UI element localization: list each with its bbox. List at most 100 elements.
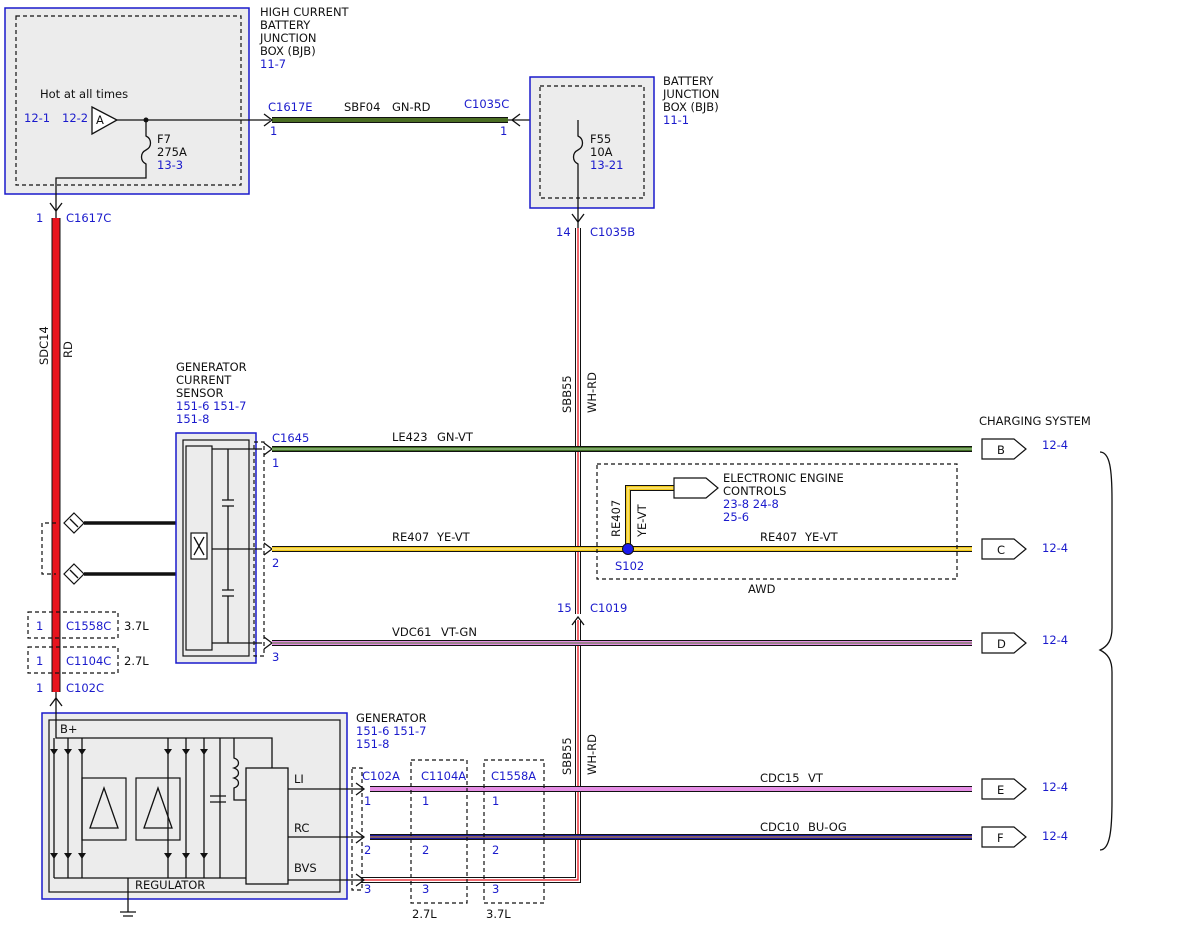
inline-c1558c-engine: 3.7L: [124, 619, 149, 633]
inline-c102c-pin: 1: [36, 681, 43, 695]
c1558a-pin-3: 3: [492, 882, 499, 896]
wire-cdc10: CDC10 BU-OG: [370, 820, 972, 840]
inline-c1104c-box: [27, 646, 119, 674]
diode-icon: [164, 853, 172, 859]
bjb-title-3: BOX (BJB): [663, 100, 719, 114]
hbjb-title-2: BATTERY: [260, 18, 311, 32]
re407-color: YE-VT: [436, 530, 471, 544]
diode-icon: [78, 749, 86, 755]
c1558a-engine: 3.7L: [486, 907, 511, 921]
generator-bplus: B+: [60, 722, 78, 736]
bjb-box: [529, 76, 655, 209]
re407-circuit: RE407: [392, 530, 429, 544]
terminal-b-tab[interactable]: [981, 438, 1027, 460]
re407-circuit-right: RE407: [760, 530, 797, 544]
c102a-pin-1-arrow: [355, 782, 366, 796]
generator-conn-c102a[interactable]: C102A: [362, 769, 400, 783]
gcs-title-1: GENERATOR: [176, 360, 247, 374]
sbf04-conn-right[interactable]: C1035C: [464, 97, 509, 111]
terminal-f-tab[interactable]: [981, 826, 1027, 848]
terminal-b-ref[interactable]: 12-4: [1042, 438, 1068, 452]
hbjb-ref-a[interactable]: 12-1: [24, 111, 50, 125]
field-coil-icon: [231, 738, 246, 801]
generator-capacitor-icon: [210, 795, 226, 803]
c1104a-engine: 2.7L: [412, 907, 437, 921]
splice-s102-icon: [622, 543, 634, 555]
bjb-ref[interactable]: 11-1: [663, 113, 689, 127]
gcs-conn[interactable]: C1645: [272, 431, 309, 445]
gcs-refs-2[interactable]: 151-8: [176, 412, 209, 426]
fuse-f55-ref[interactable]: 13-21: [590, 158, 623, 172]
generator-title: GENERATOR: [356, 711, 427, 725]
diode-icon: [200, 749, 208, 755]
diode-icon: [182, 749, 190, 755]
diode-icon: [64, 853, 72, 859]
wire-sdc14: 1 C1617C SDC14 RD: [36, 211, 111, 712]
sbb55-lower-color: WH-RD: [585, 734, 599, 775]
generator-inner-frame: [48, 719, 341, 893]
terminal-e-ref[interactable]: 12-4: [1042, 780, 1068, 794]
sbf04-pin-right: 1: [500, 124, 507, 138]
gcs-pin-1: 1: [272, 456, 279, 470]
gcs-refs-1[interactable]: 151-6 151-7: [176, 399, 247, 413]
hbjb-hot-label: Hot at all times: [40, 87, 128, 101]
charging-system-brace: [1098, 451, 1113, 851]
vdc61-circuit: VDC61: [392, 625, 431, 639]
stator-winding-left-icon: [89, 786, 119, 829]
sbb55-conn-c1019[interactable]: C1019: [590, 601, 627, 615]
eec-refs-1[interactable]: 23-8 24-8: [723, 497, 779, 511]
generator-ground-icon: [120, 878, 136, 917]
fuse-f7-rating: 275A: [157, 145, 187, 159]
gcs-pin-3-arrow: [263, 636, 274, 650]
diode-icon: [182, 853, 190, 859]
sdc14-circuit: SDC14: [37, 326, 51, 365]
sbb55-circuit: SBB55: [560, 375, 574, 413]
terminal-d-ref[interactable]: 12-4: [1042, 633, 1068, 647]
c102a-pin-3: 3: [364, 882, 371, 896]
terminal-e-tab[interactable]: [981, 778, 1027, 800]
fuse-f7-ref[interactable]: 13-3: [157, 158, 183, 172]
hbjb-title-3: JUNCTION: [259, 31, 317, 45]
bjb-title-1: BATTERY: [663, 74, 714, 88]
terminal-c-ref[interactable]: 12-4: [1042, 541, 1068, 555]
gcs-title-2: CURRENT: [176, 373, 232, 387]
generator-refs-2[interactable]: 151-8: [356, 737, 389, 751]
eec-refs-2[interactable]: 25-6: [723, 510, 749, 524]
generator-conn-c1104a[interactable]: C1104A: [421, 769, 466, 783]
sdc14-conn-top[interactable]: C1617C: [66, 211, 111, 225]
c1104a-pin-1: 1: [422, 794, 429, 808]
hbjb-box: [4, 7, 250, 195]
sense-tap-upper-mark: [69, 518, 79, 528]
terminal-c-tab[interactable]: [981, 538, 1027, 560]
stator-winding-right-frame: [135, 777, 181, 841]
terminal-f-ref[interactable]: 12-4: [1042, 829, 1068, 843]
hbjb-ref[interactable]: 11-7: [260, 57, 286, 71]
inline-c1104c-conn[interactable]: C1104C: [66, 654, 111, 668]
fuse-f55-rating: 10A: [590, 145, 613, 159]
diode-icon: [50, 853, 58, 859]
generator-term-bvs: BVS: [294, 861, 317, 875]
terminal-c-letter: C: [997, 543, 1005, 557]
c102c-pin-arrow: [49, 696, 63, 707]
generator-box: [41, 712, 348, 900]
sbb55-conn-top[interactable]: C1035B: [590, 225, 635, 239]
charging-system-label: CHARGING SYSTEM: [979, 414, 1091, 428]
c102a-pin-2-arrow: [355, 830, 366, 844]
splice-s102-label[interactable]: S102: [615, 559, 644, 573]
terminal-d-tab[interactable]: [981, 632, 1027, 654]
gcs-pin-2: 2: [272, 556, 279, 570]
inline-c1558c-conn[interactable]: C1558C: [66, 619, 111, 633]
generator-conn-c1558a[interactable]: C1558A: [491, 769, 536, 783]
sdc14-sense-taps: [41, 512, 178, 585]
diode-icon: [50, 749, 58, 755]
c1104a-pin-2: 2: [422, 843, 429, 857]
wire-sbf04: C1617E 1 SBF04 GN-RD C1035C 1: [263, 97, 578, 138]
hbjb-connector-letter: A: [96, 113, 104, 127]
generator-refs-1[interactable]: 151-6 151-7: [356, 724, 427, 738]
gcs-sensor-element: [185, 445, 213, 651]
sbf04-conn-left[interactable]: C1617E: [268, 100, 313, 114]
hbjb-ref-b[interactable]: 12-2: [62, 111, 88, 125]
inline-c102c-conn[interactable]: C102C: [66, 681, 104, 695]
wire-cdc15: CDC15 VT: [370, 771, 972, 792]
c1035c-arrow: [510, 113, 521, 127]
